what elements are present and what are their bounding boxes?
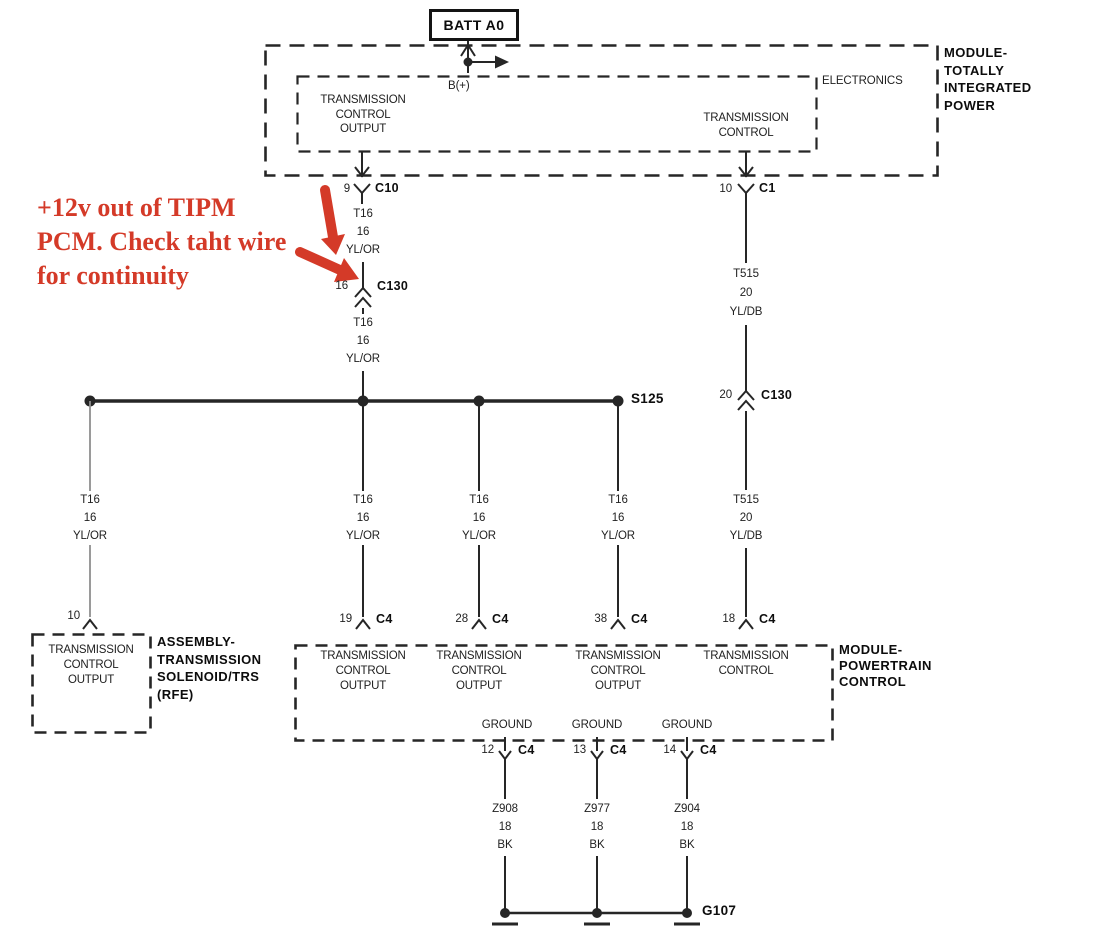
pin-number-c1: 10 <box>719 183 732 195</box>
connector-chevrons-icon-c130-16 <box>354 286 372 314</box>
up-arrow-icon <box>460 43 476 57</box>
red-arrow-diagonal-icon <box>295 247 359 282</box>
connector-fork-icon-c1 <box>737 183 755 204</box>
connector-label-c130-right: C130 <box>761 388 793 402</box>
pin-number-c10: 9 <box>343 183 350 195</box>
pin-number-c130-20: 20 <box>719 389 732 401</box>
battery-box: BATT A0 <box>429 9 519 41</box>
pin-number-c4-19: 19 <box>339 613 352 625</box>
pin-number-trs-10: 10 <box>67 610 80 622</box>
connector-label-c10: C10 <box>375 181 399 195</box>
pin-number-c130-16: 16 <box>335 280 348 292</box>
pin-number-c4-38: 38 <box>594 613 607 625</box>
ground-symbol <box>584 908 610 926</box>
connector-fork-icon-c4-12 <box>498 750 512 768</box>
connector-label-c4: C4 <box>376 612 393 626</box>
connector-fork-icon-c4-18 <box>738 618 754 630</box>
connector-fork-icon-trs-10 <box>82 618 98 630</box>
battery-terminal-label: B(+) <box>448 80 470 92</box>
down-arrow-icon <box>738 166 754 178</box>
electronics-box-outline <box>296 75 818 153</box>
pcm-box-outline <box>294 644 834 742</box>
ground-label: GROUND <box>571 719 623 731</box>
connector-label-c4: C4 <box>631 612 648 626</box>
connector-fork-icon-c4-28 <box>471 618 487 630</box>
connector-label-c1: C1 <box>759 181 776 195</box>
down-arrow-icon <box>354 166 370 178</box>
pin-number-c4-13: 13 <box>573 744 586 756</box>
tipm-box-outline <box>264 44 939 177</box>
ground-point-label: G107 <box>702 903 737 918</box>
connector-label-c4: C4 <box>492 612 509 626</box>
connector-label-c4: C4 <box>759 612 776 626</box>
connector-chevrons-icon-c130-20 <box>737 389 755 417</box>
splice-label: S125 <box>631 391 664 406</box>
connector-label-c4: C4 <box>610 743 627 757</box>
pin-number-c4-18: 18 <box>722 613 735 625</box>
pin-number-c4-14: 14 <box>663 744 676 756</box>
ground-label: GROUND <box>481 719 533 731</box>
connector-label-c130-left: C130 <box>377 279 409 293</box>
connector-fork-icon-c4-19 <box>355 618 371 630</box>
pin-number-c4-28: 28 <box>455 613 468 625</box>
connector-fork-icon-c10 <box>353 183 371 204</box>
connector-fork-icon-c4-38 <box>610 618 626 630</box>
ground-label: GROUND <box>661 719 713 731</box>
red-arrow-down-icon <box>320 185 345 255</box>
trs-box-outline <box>31 633 152 734</box>
ground-symbol <box>674 908 700 926</box>
pin-number-c4-12: 12 <box>481 744 494 756</box>
connector-fork-icon-c4-14 <box>680 750 694 768</box>
ground-symbol <box>492 908 518 926</box>
connector-label-c4: C4 <box>700 743 717 757</box>
right-arrow-icon <box>495 55 509 69</box>
connector-fork-icon-c4-13 <box>590 750 604 768</box>
electronics-label: ELECTRONICS <box>822 75 903 87</box>
connector-label-c4: C4 <box>518 743 535 757</box>
